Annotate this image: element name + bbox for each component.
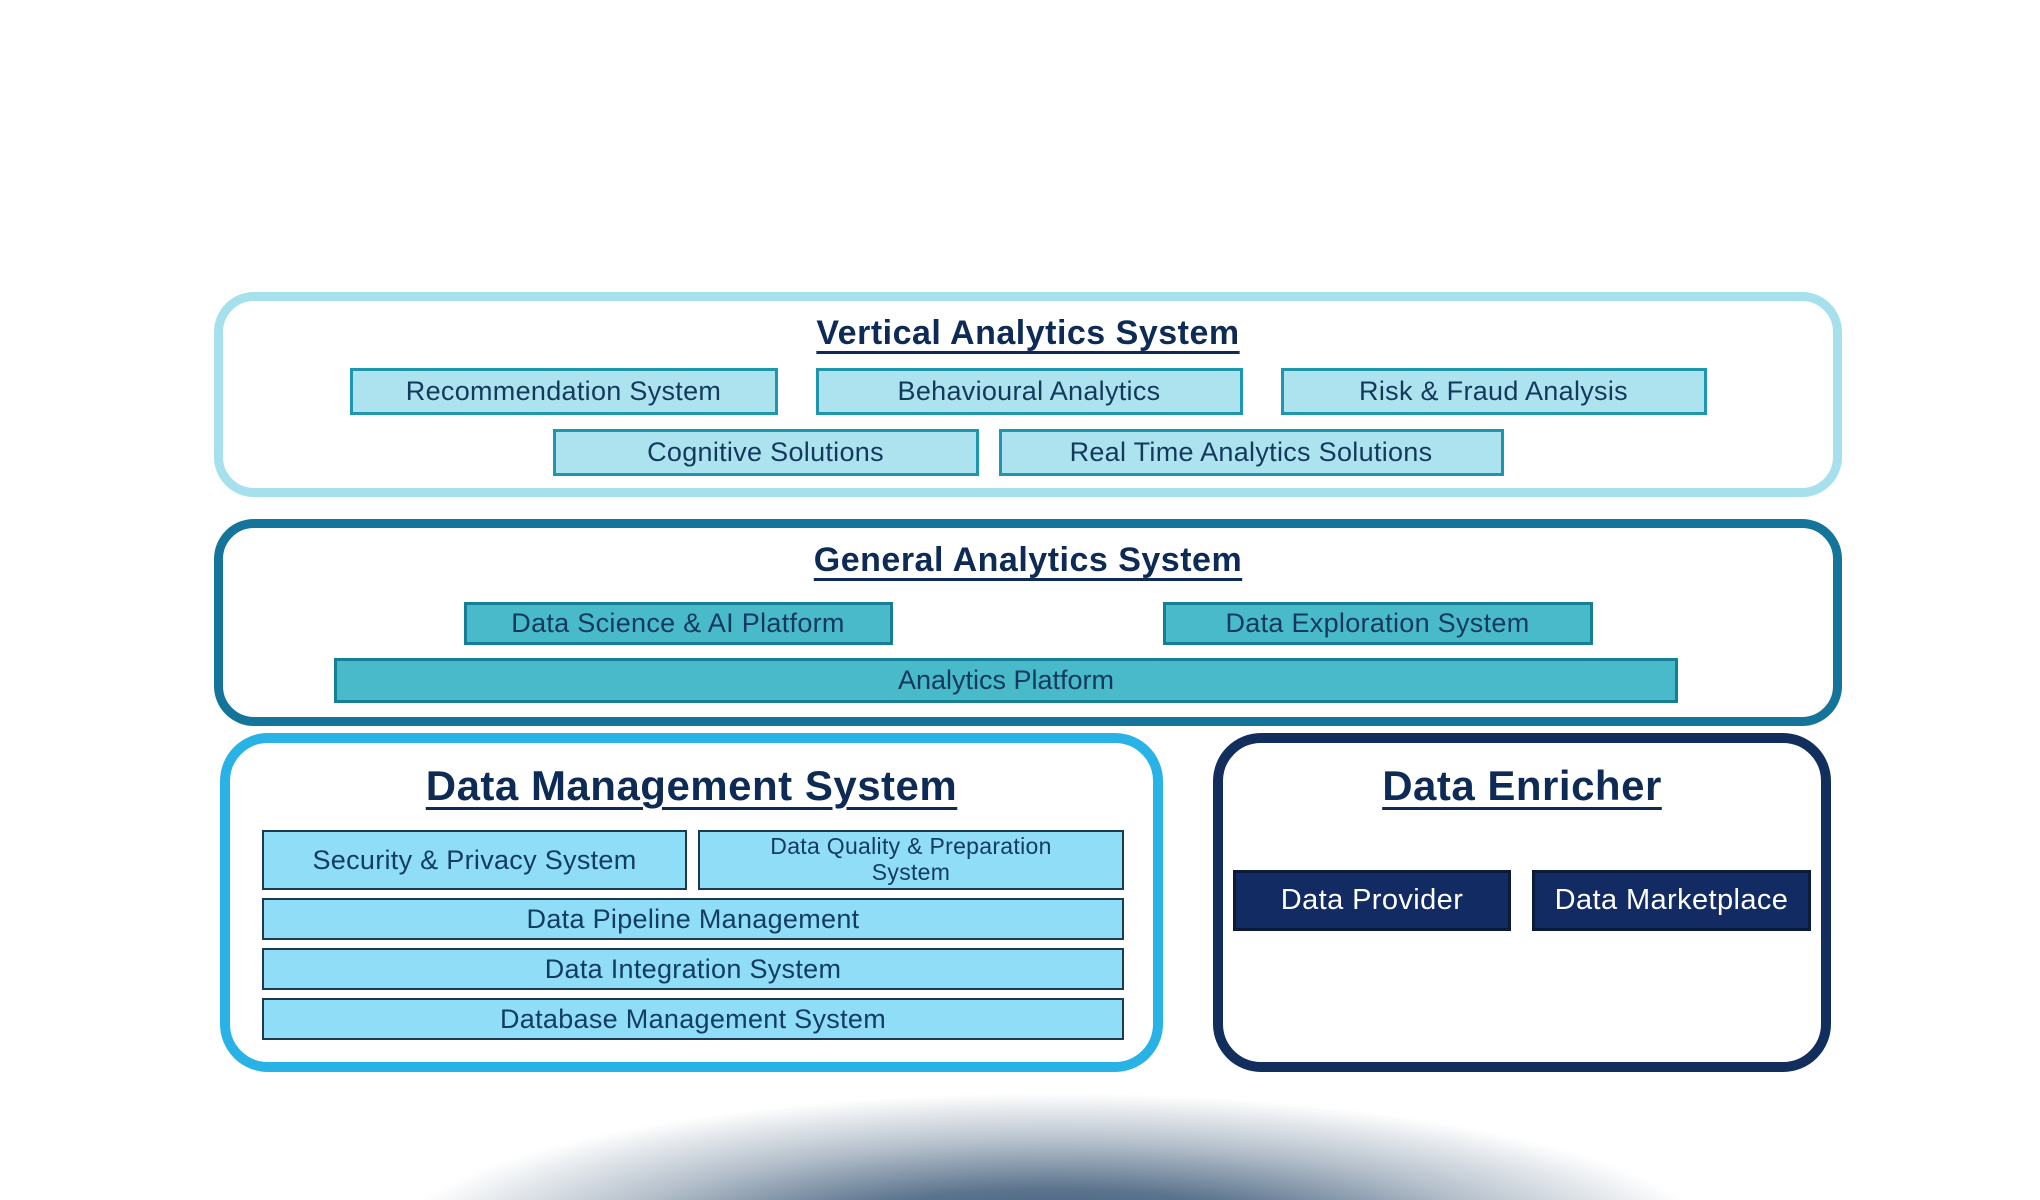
node-data-integration-system: Data Integration System [262, 948, 1124, 990]
data-enricher-row: Data Provider Data Marketplace [1223, 870, 1821, 931]
node-real-time-analytics-solutions: Real Time Analytics Solutions [998, 429, 1504, 476]
node-risk-fraud-analysis: Risk & Fraud Analysis [1280, 368, 1707, 415]
node-cognitive-solutions: Cognitive Solutions [552, 429, 979, 476]
data-management-stack: Security & Privacy System Data Quality &… [262, 830, 1124, 1040]
node-data-exploration-system: Data Exploration System [1162, 602, 1593, 645]
vertical-analytics-row-1: Recommendation System Behavioural Analyt… [223, 368, 1833, 415]
node-data-quality-preparation-system: Data Quality & Preparation System [698, 830, 1124, 890]
general-analytics-title: General Analytics System [813, 541, 1243, 579]
node-data-pipeline-management: Data Pipeline Management [262, 898, 1124, 940]
vertical-analytics-panel: Vertical Analytics System Recommendation… [214, 292, 1842, 497]
general-analytics-row: Data Science & AI Platform Data Explorat… [223, 602, 1833, 645]
data-management-row: Security & Privacy System Data Quality &… [262, 830, 1124, 890]
general-analytics-panel: General Analytics System Data Science & … [214, 519, 1842, 726]
node-behavioural-analytics: Behavioural Analytics [815, 368, 1243, 415]
node-analytics-platform: Analytics Platform [334, 658, 1678, 703]
node-data-science-ai-platform: Data Science & AI Platform [463, 602, 893, 645]
node-database-management-system: Database Management System [262, 998, 1124, 1040]
node-data-provider: Data Provider [1233, 870, 1511, 931]
node-security-privacy-system: Security & Privacy System [262, 830, 687, 890]
vertical-analytics-title: Vertical Analytics System [816, 314, 1240, 352]
node-data-marketplace: Data Marketplace [1532, 870, 1811, 931]
node-recommendation-system: Recommendation System [349, 368, 778, 415]
data-enricher-title: Data Enricher [1382, 762, 1662, 809]
bottom-gradient-shadow [220, 1040, 1852, 1200]
data-enricher-panel: Data Enricher Data Provider Data Marketp… [1213, 733, 1831, 1072]
data-management-panel: Data Management System Security & Privac… [220, 733, 1163, 1072]
data-management-title: Data Management System [425, 762, 958, 809]
vertical-analytics-row-2: Cognitive Solutions Real Time Analytics … [223, 429, 1833, 476]
